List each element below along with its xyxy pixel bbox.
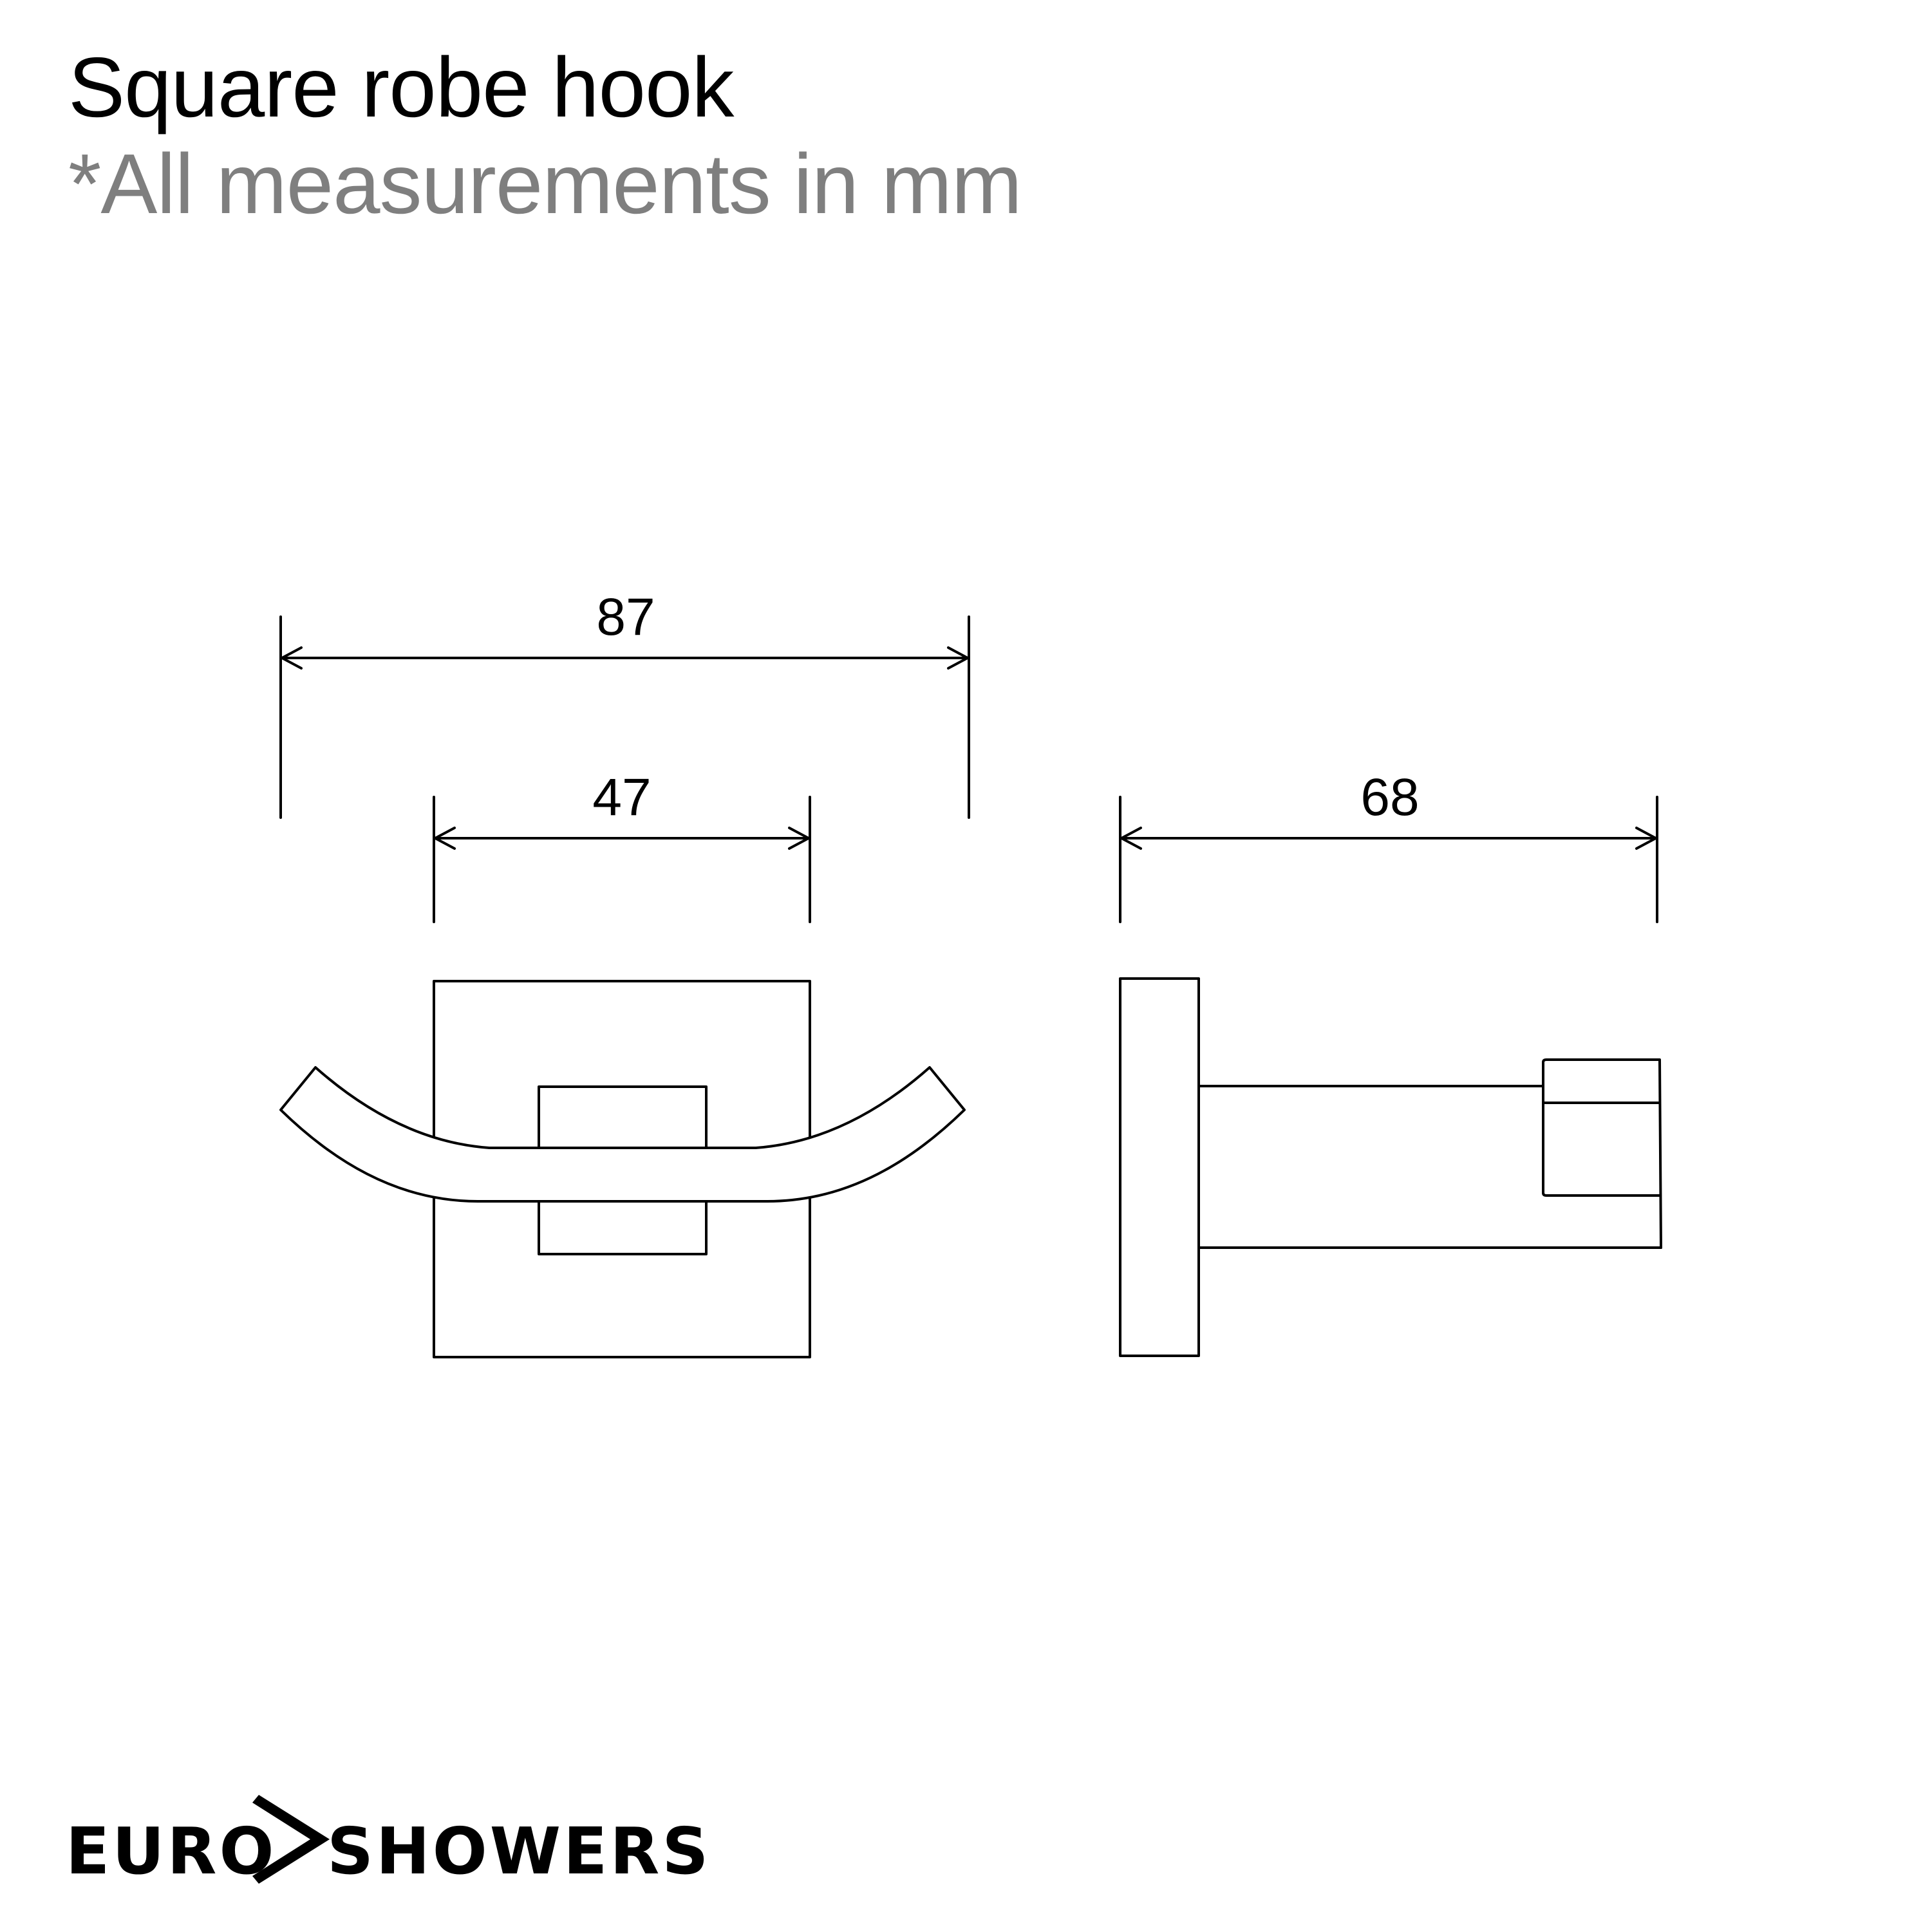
page-subtitle: *All measurements in mm (68, 136, 1022, 231)
dim-87-label: 87 (596, 588, 655, 646)
side-view (1119, 977, 1662, 1357)
dim-47-label: 47 (592, 768, 651, 827)
logo-word-euro: EURO (66, 1814, 277, 1889)
front-mount-block-bottom (538, 1200, 708, 1255)
dim-87-arrow-right (947, 646, 969, 670)
dim-47-arrow-left (434, 827, 456, 850)
dim-68-arrow-right (1635, 827, 1657, 850)
side-back-plate (1119, 977, 1200, 1357)
chevron-right-icon (252, 1795, 330, 1884)
brand-logo: EURO SHOWERS (66, 1795, 711, 1889)
dim-87-arrow-left (281, 646, 303, 670)
side-hook-lip (1542, 1085, 1661, 1197)
dim-68-arrow-left (1120, 827, 1142, 850)
page-title: Square robe hook (68, 40, 734, 135)
side-hook-tip (1542, 1058, 1662, 1249)
dimension-lines (279, 615, 1658, 923)
front-mount-block-top (538, 1085, 708, 1149)
front-double-hook (279, 1066, 966, 1203)
dim-47-arrow-right (788, 827, 810, 850)
logo-word-showers: SHOWERS (327, 1814, 711, 1889)
dim-68-label: 68 (1360, 768, 1419, 827)
front-view (279, 980, 966, 1358)
